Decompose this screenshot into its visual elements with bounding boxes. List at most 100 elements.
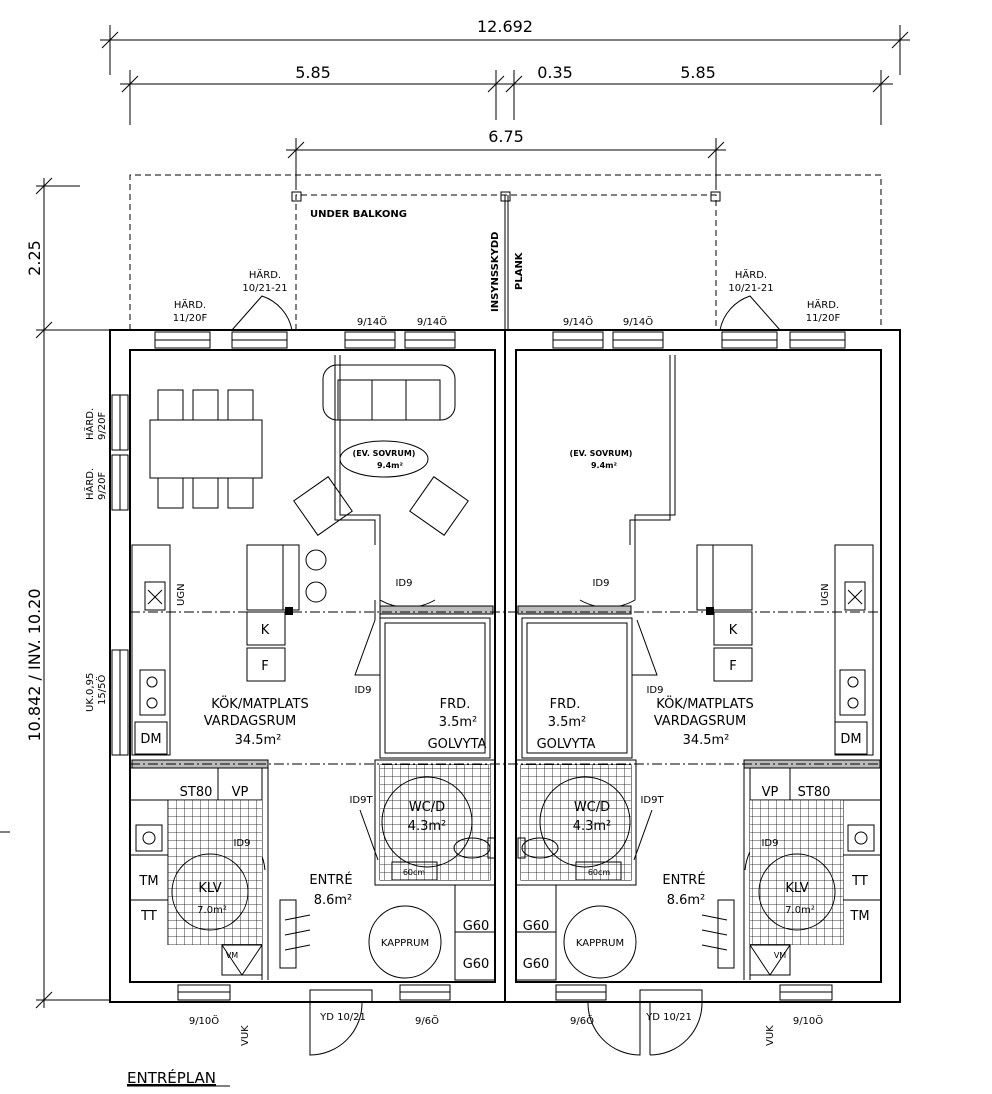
label-frd-r: FRD. bbox=[550, 697, 581, 712]
label-klv-l: KLV bbox=[198, 881, 221, 896]
label-sink-l: 60cm bbox=[403, 868, 426, 877]
label-win-14o-r2: 9/14Ö bbox=[623, 315, 653, 328]
windows bbox=[111, 331, 846, 1001]
label-f-r: F bbox=[729, 659, 736, 674]
label-k-r: K bbox=[729, 623, 738, 638]
label-id9-f: ID9 bbox=[761, 838, 778, 849]
label-entre-area-l: 8.6m² bbox=[314, 893, 353, 908]
label-wc-area-l: 4.3m² bbox=[408, 819, 447, 834]
label-tm-l: TM bbox=[138, 874, 158, 889]
label-g60-ra: G60 bbox=[523, 919, 550, 934]
label-dm-r: DM bbox=[840, 732, 861, 747]
label-kok-l1: KÖK/MATPLATS bbox=[211, 695, 308, 712]
dim-left-unit: 5.85 bbox=[295, 63, 331, 82]
label-ev-sovrum-r: (EV. SOVRUM) bbox=[570, 449, 633, 458]
label-kok-area-r: 34.5m² bbox=[683, 733, 730, 748]
dimension-lines: 12.692 5.85 0.35 5.85 6.75 2.25 10.842 /… bbox=[0, 17, 910, 1009]
label-kok-area-l: 34.5m² bbox=[235, 733, 282, 748]
label-ugn-l: UGN bbox=[176, 583, 187, 606]
label-id9-a: ID9 bbox=[395, 578, 412, 589]
label-win-14o-l1: 9/14Ö bbox=[357, 315, 387, 328]
label-id9-d: ID9 bbox=[592, 578, 609, 589]
label-side-win-b1: HÄRD. bbox=[83, 468, 96, 500]
label-g60-lb: G60 bbox=[463, 957, 490, 972]
label-klv-area-l: 7.0m² bbox=[197, 905, 227, 916]
label-yd-r: YD 10/21 bbox=[645, 1012, 692, 1023]
label-hard-win-l2: 11/20F bbox=[173, 313, 208, 324]
label-wc-l: WC/D bbox=[409, 800, 445, 815]
label-sink-r: 60cm bbox=[588, 868, 611, 877]
label-side-win-a1: HÄRD. bbox=[83, 408, 96, 440]
label-id9-b: ID9 bbox=[354, 685, 371, 696]
labels-left-unit: HÄRD. 10/21-21 HÄRD. 11/20F 9/14Ö 9/14Ö … bbox=[83, 268, 489, 1046]
label-wc-r: WC/D bbox=[574, 800, 610, 815]
label-f-l: F bbox=[261, 659, 268, 674]
label-kok-r1: KÖK/MATPLATS bbox=[656, 695, 753, 712]
label-yd-l: YD 10/21 bbox=[319, 1012, 366, 1023]
label-under-balkong: UNDER BALKONG bbox=[310, 209, 407, 220]
label-g60-rb: G60 bbox=[523, 957, 550, 972]
label-hard-win-r2: 11/20F bbox=[806, 313, 841, 324]
label-vuk-l: VUK bbox=[240, 1025, 251, 1046]
label-hard-door-r2: 10/21-21 bbox=[728, 283, 773, 294]
label-frd-area-l: 3.5m² bbox=[439, 715, 478, 730]
label-hard-win-l1: HÄRD. bbox=[174, 298, 206, 311]
label-klv-r: KLV bbox=[785, 881, 808, 896]
label-vm-l: VM bbox=[226, 951, 238, 960]
tile-floors bbox=[168, 765, 843, 945]
label-win-6o-r: 9/6Ö bbox=[570, 1014, 594, 1027]
label-win-14o-l2: 9/14Ö bbox=[417, 315, 447, 328]
furniture-left bbox=[131, 364, 496, 979]
label-hard-door-l1: HÄRD. bbox=[249, 268, 281, 281]
label-klv-area-r: 7.0m² bbox=[785, 905, 815, 916]
dim-total-width: 12.692 bbox=[477, 17, 533, 36]
label-wc-area-r: 4.3m² bbox=[573, 819, 612, 834]
label-entre-area-r: 8.6m² bbox=[667, 893, 706, 908]
label-ev-area-l: 9.4m² bbox=[377, 461, 404, 470]
label-kapprum-r: KAPPRUM bbox=[576, 938, 624, 949]
label-vuk-r: VUK bbox=[765, 1025, 776, 1046]
label-id9t-r: ID9T bbox=[640, 795, 664, 806]
label-k-l: K bbox=[261, 623, 270, 638]
label-kok-r2: VARDAGSRUM bbox=[654, 714, 747, 729]
label-vp-r: VP bbox=[762, 785, 779, 800]
label-kapprum-l: KAPPRUM bbox=[381, 938, 429, 949]
label-dm-l: DM bbox=[140, 732, 161, 747]
label-golvyta-l: GOLVYTA bbox=[428, 737, 487, 752]
label-id9-c: ID9 bbox=[233, 838, 250, 849]
label-plank: PLANK bbox=[514, 251, 525, 290]
label-vm-r: VM bbox=[774, 951, 786, 960]
label-ev-area-r: 9.4m² bbox=[591, 461, 618, 470]
label-vp-l: VP bbox=[232, 785, 249, 800]
furniture-right bbox=[517, 544, 875, 979]
labels-right-unit: HÄRD. 10/21-21 HÄRD. 11/20F 9/14Ö 9/14Ö … bbox=[523, 268, 870, 1046]
dim-right-unit: 5.85 bbox=[680, 63, 716, 82]
label-win-10o-l: 9/10Ö bbox=[189, 1014, 219, 1027]
label-hard-win-r1: HÄRD. bbox=[807, 298, 839, 311]
label-side-win-a2: 9/20F bbox=[97, 412, 108, 440]
label-tm-r: TM bbox=[849, 909, 869, 924]
label-insynsskydd: INSYNSSKYDD bbox=[490, 232, 501, 312]
label-tt-l: TT bbox=[140, 909, 157, 924]
label-kok-l2: VARDAGSRUM bbox=[204, 714, 297, 729]
label-st80-l: ST80 bbox=[180, 785, 213, 800]
plan-title: ENTRÉPLAN bbox=[127, 1068, 216, 1087]
balcony-outline bbox=[129, 174, 882, 330]
label-frd-area-r: 3.5m² bbox=[548, 715, 587, 730]
label-golvyta-r: GOLVYTA bbox=[537, 737, 596, 752]
label-win-10o-r: 9/10Ö bbox=[793, 1014, 823, 1027]
exterior-walls bbox=[109, 329, 901, 1003]
label-uk-1: UK.0,95 bbox=[85, 673, 96, 712]
dim-balcony-width: 6.75 bbox=[488, 127, 524, 146]
label-uk-2: 15/5Ö bbox=[95, 675, 108, 705]
dim-gap: 0.35 bbox=[537, 63, 573, 82]
dim-balcony-depth: 2.25 bbox=[25, 240, 44, 276]
label-entre-r: ENTRÉ bbox=[662, 872, 705, 888]
label-frd-l: FRD. bbox=[440, 697, 471, 712]
label-tt-r: TT bbox=[851, 874, 868, 889]
dim-depth: 10.842 / INV. 10.20 bbox=[25, 588, 44, 741]
label-side-win-b2: 9/20F bbox=[97, 472, 108, 500]
label-win-14o-r1: 9/14Ö bbox=[563, 315, 593, 328]
label-g60-la: G60 bbox=[463, 919, 490, 934]
